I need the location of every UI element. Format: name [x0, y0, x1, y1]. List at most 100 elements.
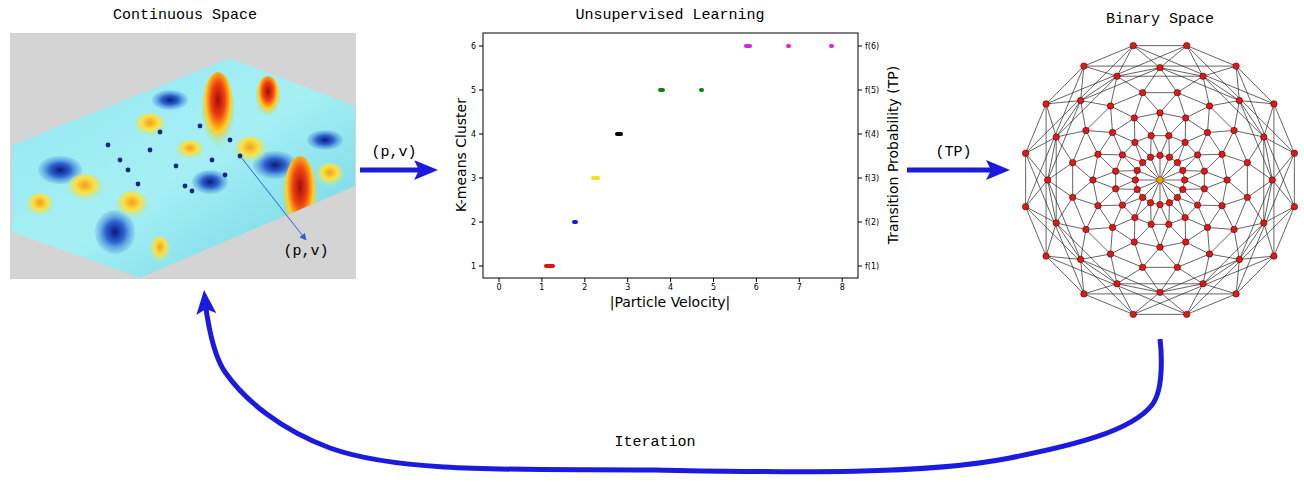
network-vertex [1119, 202, 1125, 208]
tick-label: 4 [471, 130, 476, 139]
network-vertex [1194, 152, 1200, 158]
network-link [1117, 76, 1203, 77]
network-vertex [1109, 224, 1115, 230]
network-link [1207, 106, 1209, 133]
network-link [1160, 247, 1177, 267]
network-link [1046, 104, 1056, 137]
network-link [1133, 45, 1186, 46]
network-vertex [1069, 159, 1075, 165]
network-link [1264, 180, 1273, 223]
network-link [1056, 197, 1072, 223]
text-holder: 5 [471, 86, 476, 95]
network-link [1160, 93, 1177, 113]
network-link [1186, 118, 1208, 133]
network-link [1048, 101, 1081, 180]
network-link [1272, 153, 1294, 180]
network-link [1264, 223, 1274, 256]
network-link [1133, 314, 1186, 315]
text-holder: |Particle Velocity| [610, 294, 731, 310]
network-link [1072, 163, 1073, 198]
network-link [1026, 180, 1048, 207]
network-link [1151, 224, 1160, 247]
network-link [1143, 267, 1178, 268]
network-vertex [1261, 134, 1267, 140]
network-link [1086, 206, 1098, 230]
network-link [1160, 292, 1187, 314]
network-vertex [1271, 101, 1277, 107]
network-vertex [1148, 132, 1154, 138]
network-link [1203, 76, 1239, 100]
text-holder: 2 [471, 218, 476, 227]
network-vertex [1130, 42, 1136, 48]
network-link [1177, 93, 1209, 106]
network-link [1048, 180, 1057, 223]
network-link [1222, 131, 1234, 155]
network-link [1081, 259, 1117, 283]
network-link [1117, 68, 1160, 77]
plot-frame [483, 33, 858, 278]
network-link [1084, 294, 1133, 314]
network-vertex [1184, 311, 1190, 317]
network-link [1117, 46, 1133, 77]
network-link [1203, 254, 1209, 284]
network-link [1073, 163, 1093, 180]
network-vertex [1180, 167, 1186, 173]
axis-title: |Particle Velocity| [610, 294, 731, 310]
network-link [1134, 242, 1160, 247]
network-link [1073, 197, 1098, 205]
network-vertex [1107, 103, 1113, 109]
tick-label: 0 [496, 283, 501, 292]
network-link [1239, 101, 1263, 137]
network-link [1185, 118, 1187, 142]
network-link [1204, 171, 1227, 180]
network-vertex [1182, 115, 1188, 121]
network-vertex [1182, 214, 1188, 220]
network-link [1026, 66, 1084, 207]
network-link [1133, 256, 1274, 314]
network-vertex [1157, 110, 1163, 116]
network-link [1264, 207, 1295, 223]
edge-label: (TP) [933, 144, 973, 161]
text-holder: f(5) [865, 86, 879, 95]
network-link [1073, 131, 1086, 163]
network-link [1143, 267, 1160, 292]
tick-label: f(3) [865, 174, 879, 183]
network-vertex [1132, 177, 1138, 183]
network-link [1160, 267, 1177, 292]
network-link [1207, 227, 1234, 229]
network-vertex [1132, 139, 1138, 145]
text-holder: 6 [754, 283, 759, 292]
network-vertex [1147, 154, 1153, 160]
network-link [1046, 46, 1187, 104]
network-vertex [1114, 281, 1120, 287]
network-vertex [1157, 244, 1163, 250]
network-link [1026, 207, 1057, 223]
network-vertex [1236, 97, 1242, 103]
network-link [1113, 118, 1135, 133]
network-link [1160, 284, 1203, 293]
network-link [1177, 76, 1203, 92]
network-link [1239, 101, 1272, 180]
network-vertex [1107, 251, 1113, 257]
network-vertex [1233, 291, 1239, 297]
network-link [1048, 180, 1081, 259]
network-link [1086, 131, 1098, 155]
cluster-points [546, 46, 832, 266]
network-link [1239, 180, 1272, 259]
panel-binary-space: Binary Space [1012, 0, 1302, 335]
network-link [1081, 254, 1111, 259]
network-vertex [1114, 73, 1120, 79]
text-holder: 3 [625, 283, 630, 292]
network-link [1111, 254, 1143, 267]
text-holder: f(2) [865, 218, 879, 227]
network-vertex [1081, 63, 1087, 69]
network-link [1046, 223, 1056, 256]
network-link [1264, 137, 1273, 180]
tick-label: 6 [754, 283, 759, 292]
network-link [1111, 242, 1135, 254]
network-link [1026, 46, 1134, 154]
network-link [1134, 118, 1151, 136]
network-link [1046, 256, 1080, 259]
network-link [1056, 223, 1086, 229]
